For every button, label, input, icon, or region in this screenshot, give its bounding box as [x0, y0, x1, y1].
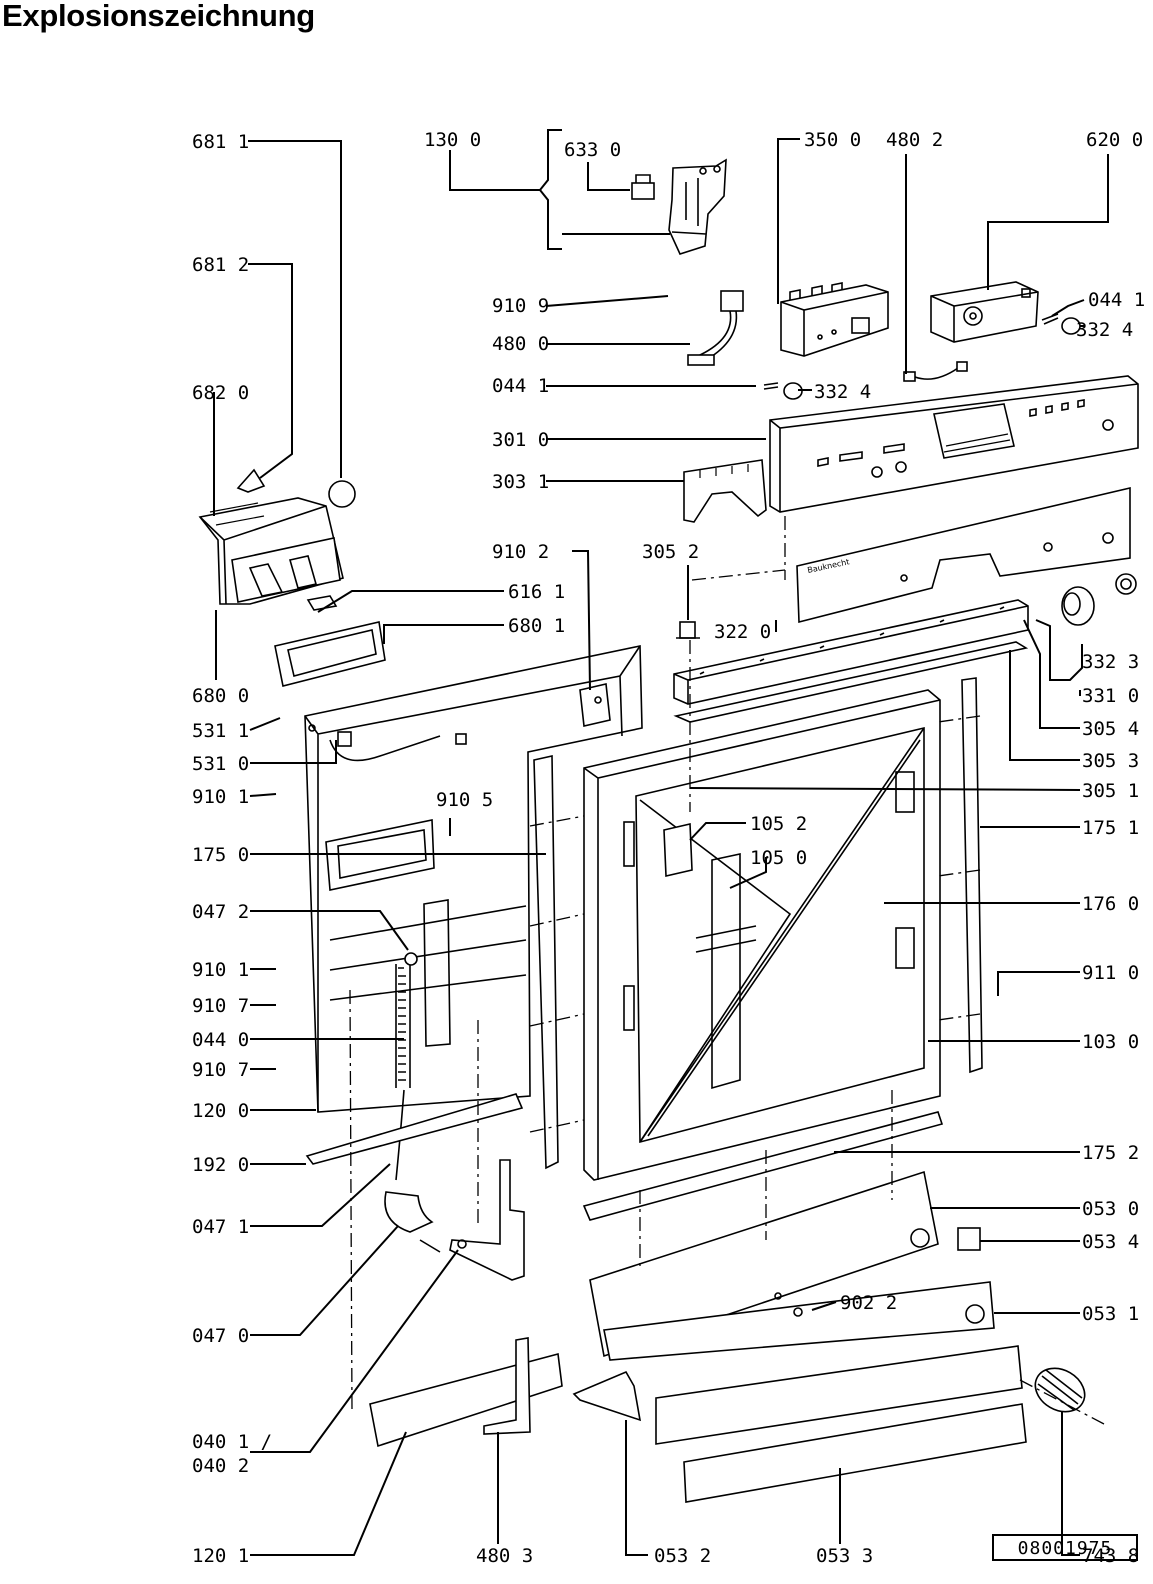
document-number: 08001975	[1017, 1538, 1113, 1559]
callout-303-1: 303 1	[492, 471, 549, 493]
callout-053-3: 053 3	[816, 1545, 873, 1567]
callout-910-2: 910 2	[492, 541, 549, 563]
callout-040-2: 040 2	[192, 1455, 249, 1477]
callout-480-2: 480 2	[886, 129, 943, 151]
callout-105-2: 105 2	[750, 813, 807, 835]
callout-531-0: 531 0	[192, 753, 249, 775]
callout-047-1: 047 1	[192, 1216, 249, 1238]
callout-531-1: 531 1	[192, 720, 249, 742]
callout-911-0: 911 0	[1082, 962, 1139, 984]
callout-331-0: 331 0	[1082, 685, 1139, 707]
callout-175-2: 175 2	[1082, 1142, 1139, 1164]
detergent-dispenser	[198, 468, 356, 605]
tension-spring	[1034, 1367, 1086, 1413]
control-panel	[769, 375, 1139, 513]
callout-680-0: 680 0	[192, 685, 249, 707]
callout-047-2: 047 2	[192, 901, 249, 923]
program-selector-unit	[930, 281, 1039, 343]
callout-350-0: 350 0	[804, 129, 861, 151]
callout-192-0: 192 0	[192, 1154, 249, 1176]
callout-044-0: 044 0	[192, 1029, 249, 1051]
toe-kick-lower	[603, 1281, 995, 1361]
callout-480-0: 480 0	[492, 333, 549, 355]
callout-053-0: 053 0	[1082, 1198, 1139, 1220]
panel-clip	[676, 621, 700, 639]
callout-682-0: 682 0	[192, 382, 249, 404]
callout-040-1: 040 1 /	[192, 1431, 272, 1453]
callout-332-4-left: 332 4	[814, 381, 871, 403]
side-trim-left	[533, 755, 559, 1170]
hinge-spring-assembly	[384, 952, 441, 1253]
bottom-seal-strip	[305, 1093, 524, 1165]
callout-910-7-bottom: 910 7	[192, 1059, 249, 1081]
callout-305-2: 305 2	[642, 541, 699, 563]
callout-leaders	[213, 129, 1109, 1556]
lock-bracket	[663, 823, 693, 877]
callout-616-1: 616 1	[508, 581, 565, 603]
callout-103-0: 103 0	[1082, 1031, 1139, 1053]
bottom-trim-strip	[582, 1111, 944, 1221]
callout-680-1: 680 1	[508, 615, 565, 637]
panel-bracket	[683, 459, 767, 523]
document-number-box: 08001975	[992, 1534, 1138, 1561]
side-trim-right	[961, 677, 983, 1074]
callout-120-0: 120 0	[192, 1100, 249, 1122]
kick-plate-brackets	[572, 1345, 1027, 1503]
callout-105-0: 105 0	[750, 847, 807, 869]
callout-labels: 681 1 681 2 682 0 680 0 616 1 680 1 130 …	[192, 129, 1145, 1567]
toe-kick-upper	[589, 1170, 981, 1358]
callout-175-0: 175 0	[192, 844, 249, 866]
callout-620-0: 620 0	[1086, 129, 1143, 151]
callout-305-3: 305 3	[1082, 750, 1139, 772]
electronic-module	[780, 282, 889, 357]
door-lock-assembly	[631, 158, 727, 255]
decor-panel: Bauknecht	[796, 486, 1131, 624]
callout-044-1-right: 044 1	[1088, 289, 1145, 311]
callout-633-0: 633 0	[564, 139, 621, 161]
callout-910-1-top: 910 1	[192, 786, 249, 808]
cable-harness	[687, 290, 744, 366]
callout-047-0: 047 0	[192, 1325, 249, 1347]
door-top-strips	[673, 599, 1029, 723]
dispenser-gasket	[274, 621, 386, 687]
callout-480-3: 480 3	[476, 1545, 533, 1567]
short-cable	[903, 361, 968, 382]
outer-door-frame	[583, 689, 941, 1181]
callout-332-3: 332 3	[1082, 651, 1139, 673]
callout-305-4: 305 4	[1082, 718, 1139, 740]
selector-knobs	[1061, 573, 1137, 626]
callout-743-8: 743 8	[1082, 1545, 1139, 1567]
door-hinge-arms	[449, 1159, 525, 1281]
callout-681-1: 681 1	[192, 131, 249, 153]
callout-176-0: 176 0	[1082, 893, 1139, 915]
callout-120-1: 120 1	[192, 1545, 249, 1567]
callout-130-0: 130 0	[424, 129, 481, 151]
callout-902-2: 902 2	[840, 1292, 897, 1314]
part-drawings: Bauknecht	[198, 158, 1139, 1503]
callout-910-5: 910 5	[436, 789, 493, 811]
callout-175-1: 175 1	[1082, 817, 1139, 839]
callout-053-1: 053 1	[1082, 1303, 1139, 1325]
callout-910-9: 910 9	[492, 295, 549, 317]
page-title: Explosionszeichnung	[2, 0, 315, 33]
callout-053-2: 053 2	[654, 1545, 711, 1567]
clip-plate	[306, 595, 338, 611]
callout-332-4-right: 332 4	[1076, 319, 1133, 341]
callout-910-1-mid: 910 1	[192, 959, 249, 981]
callout-681-2: 681 2	[192, 254, 249, 276]
callout-305-1: 305 1	[1082, 780, 1139, 802]
callout-301-0: 301 0	[492, 429, 549, 451]
callout-044-1-left: 044 1	[492, 375, 549, 397]
callout-053-4: 053 4	[1082, 1231, 1139, 1253]
callout-322-0: 322 0	[714, 621, 771, 643]
bottom-bracket	[369, 1337, 563, 1448]
callout-910-7-top: 910 7	[192, 995, 249, 1017]
